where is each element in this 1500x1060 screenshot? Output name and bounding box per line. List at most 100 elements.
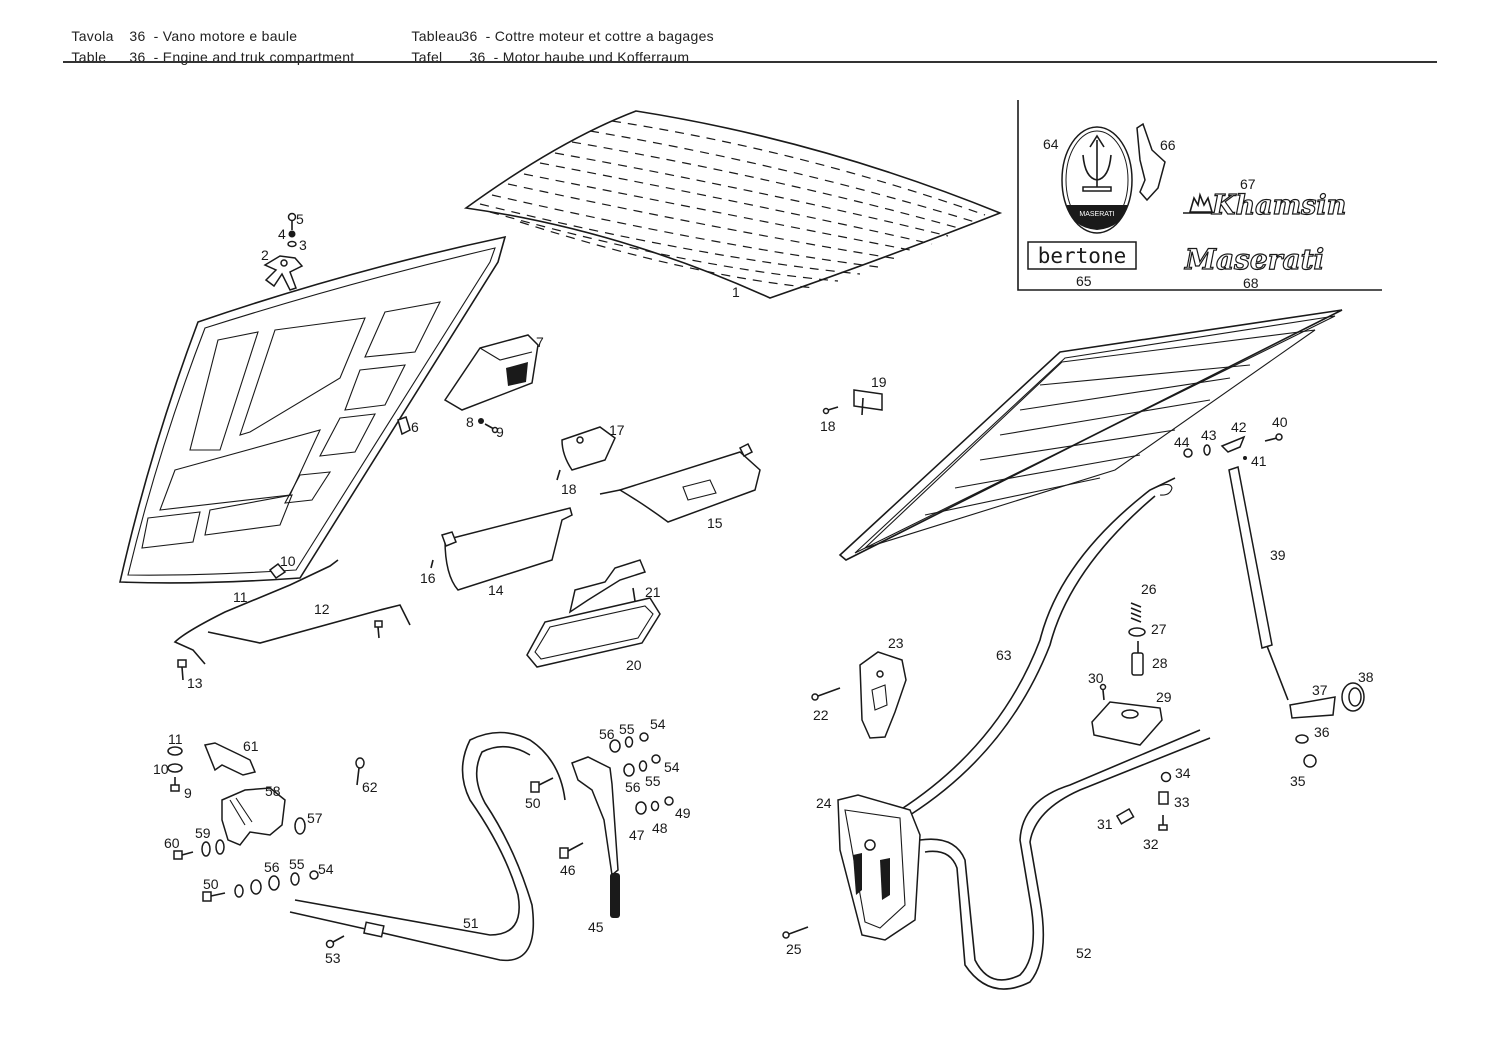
bolt-46 bbox=[559, 842, 584, 859]
bolt-5 bbox=[287, 212, 297, 230]
bolt-60 bbox=[173, 850, 194, 860]
screw-53 bbox=[325, 935, 345, 949]
bertone-badge-65: bertone bbox=[1027, 241, 1137, 270]
release-lever-45 bbox=[571, 756, 620, 918]
hood-stay-rod-12 bbox=[207, 604, 411, 644]
bolt-9 bbox=[170, 777, 180, 792]
part-number-32: 32 bbox=[1143, 836, 1159, 852]
title-label: Tavola bbox=[71, 28, 114, 44]
part-number-49: 49 bbox=[675, 805, 691, 821]
maserati-script-text: Maserati bbox=[1184, 243, 1324, 276]
hood-panel-openings bbox=[141, 301, 441, 549]
screw-16 bbox=[430, 559, 434, 569]
part-number-12: 12 bbox=[314, 601, 330, 617]
part-number-46: 46 bbox=[560, 862, 576, 878]
washers-59 bbox=[201, 839, 225, 857]
part-number-20: 20 bbox=[626, 657, 642, 673]
striker-19 bbox=[853, 389, 883, 416]
part-number-13: 13 bbox=[187, 675, 203, 691]
part-number-5: 5 bbox=[296, 211, 304, 227]
part-number-66: 66 bbox=[1160, 137, 1176, 153]
header-divider bbox=[63, 61, 1437, 63]
part-number-15: 15 bbox=[707, 515, 723, 531]
part-number-4: 4 bbox=[278, 226, 286, 242]
seal-ring-38 bbox=[1341, 682, 1365, 712]
part-number-23: 23 bbox=[888, 635, 904, 651]
screw-30 bbox=[1099, 683, 1107, 701]
part-number-56b: 56 bbox=[599, 726, 615, 742]
part-number-18b: 18 bbox=[820, 418, 836, 434]
rear-hatch-frame bbox=[838, 309, 1343, 561]
latch-plate-23 bbox=[859, 651, 907, 739]
sun-visor-left-14 bbox=[441, 507, 573, 591]
part-number-30: 30 bbox=[1088, 670, 1104, 686]
washer-36 bbox=[1295, 734, 1309, 744]
part-number-68: 68 bbox=[1243, 275, 1259, 291]
bolt-32 bbox=[1158, 815, 1168, 831]
bolt-rod bbox=[374, 620, 383, 639]
lock-cylinder-28 bbox=[1131, 641, 1144, 676]
lock-bracket-61 bbox=[203, 742, 257, 776]
screw-18b bbox=[822, 406, 839, 415]
strut-mount-parts bbox=[1183, 433, 1283, 460]
table-number: 36 bbox=[129, 28, 146, 44]
screw-18 bbox=[556, 469, 561, 481]
part-number-2: 2 bbox=[261, 247, 269, 263]
part-number-17: 17 bbox=[609, 422, 625, 438]
visor-bracket-17 bbox=[561, 426, 616, 471]
washer-11 bbox=[167, 746, 183, 756]
handle-37 bbox=[1289, 696, 1336, 719]
table-number: 36 bbox=[461, 28, 478, 44]
part-number-52: 52 bbox=[1076, 945, 1092, 961]
trident-badge-66 bbox=[1136, 122, 1166, 202]
part-number-56c: 56 bbox=[625, 779, 641, 795]
part-number-60: 60 bbox=[164, 835, 180, 851]
part-number-39: 39 bbox=[1270, 547, 1286, 563]
maserati-oval-badge-64: MASERATI bbox=[1061, 126, 1133, 234]
part-number-63: 63 bbox=[996, 647, 1012, 663]
part-number-61: 61 bbox=[243, 738, 259, 754]
part-number-14: 14 bbox=[488, 582, 504, 598]
part-number-41: 41 bbox=[1251, 453, 1267, 469]
part-number-35: 35 bbox=[1290, 773, 1306, 789]
spacer-33 bbox=[1158, 791, 1169, 805]
title-text: - Cottre moteur et cottre a bagages bbox=[485, 28, 714, 44]
gas-strut-39 bbox=[1228, 466, 1289, 701]
nut-4 bbox=[288, 230, 296, 238]
rearview-mirror-20 bbox=[526, 559, 661, 668]
part-number-11b: 11 bbox=[168, 731, 183, 747]
part-number-57: 57 bbox=[307, 810, 323, 826]
hatch-glass-lines bbox=[924, 364, 1251, 516]
part-number-48: 48 bbox=[652, 820, 668, 836]
title-text: - Vano motore e baule bbox=[153, 28, 298, 44]
bertone-text: bertone bbox=[1038, 244, 1127, 268]
part-number-10b: 10 bbox=[153, 761, 169, 777]
part-number-19: 19 bbox=[871, 374, 887, 390]
washer-stack-upper bbox=[609, 732, 674, 815]
part-number-29: 29 bbox=[1156, 689, 1172, 705]
part-number-24: 24 bbox=[816, 795, 832, 811]
washer-stack-lower bbox=[234, 870, 319, 898]
clamp-31 bbox=[1115, 808, 1135, 825]
washer-3 bbox=[287, 240, 297, 248]
part-number-55b: 55 bbox=[619, 721, 635, 737]
part-number-1: 1 bbox=[732, 284, 740, 300]
part-number-53: 53 bbox=[325, 950, 341, 966]
part-number-27: 27 bbox=[1151, 621, 1167, 637]
part-number-11: 11 bbox=[233, 589, 248, 605]
part-number-33: 33 bbox=[1174, 794, 1190, 810]
part-number-36: 36 bbox=[1314, 724, 1330, 740]
part-number-65: 65 bbox=[1076, 273, 1092, 289]
stud-62 bbox=[355, 757, 365, 786]
part-number-51: 51 bbox=[463, 915, 479, 931]
part-number-16: 16 bbox=[420, 570, 436, 586]
heating-element-lines bbox=[479, 120, 986, 289]
air-vent-duct bbox=[443, 334, 539, 411]
part-number-58: 58 bbox=[265, 783, 281, 799]
khamsin-text: Khamsin bbox=[1211, 190, 1346, 221]
screw-21 bbox=[632, 587, 636, 602]
washer-57 bbox=[294, 817, 306, 835]
trunk-release-handle-24 bbox=[837, 794, 921, 941]
oval-badge-text: MASERATI bbox=[1079, 211, 1114, 218]
